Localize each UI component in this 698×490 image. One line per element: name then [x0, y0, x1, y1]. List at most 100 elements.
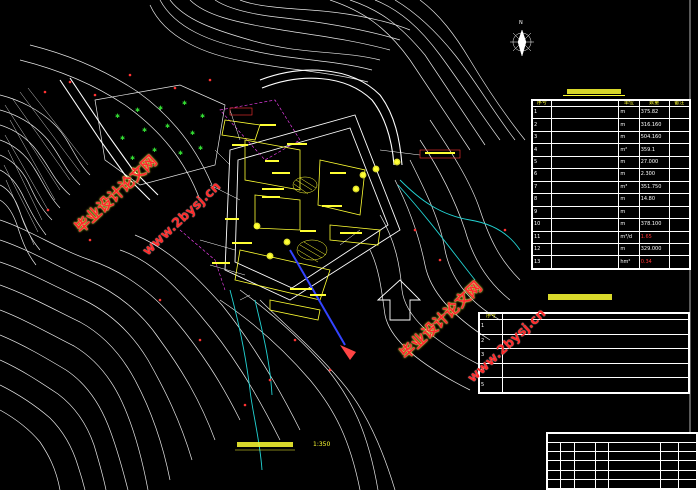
table1-cell: [668, 205, 691, 220]
table2-row: 3: [479, 348, 690, 364]
table2-cell: 1: [479, 319, 503, 335]
svg-text:✱: ✱: [135, 107, 140, 114]
property-line: [179, 99, 301, 291]
table1-cell: 2.300: [638, 168, 670, 182]
table1-cell: 27.000: [638, 155, 670, 170]
table1-cell: 11: [532, 230, 552, 245]
svg-text:✱: ✱: [152, 147, 157, 154]
table1-cell: [550, 218, 620, 232]
table1-cell: [550, 230, 620, 245]
svg-text:✱: ✱: [198, 145, 203, 152]
table1-cell: m: [618, 218, 640, 232]
table1-cell: [668, 143, 691, 157]
table1-cell: m³/d: [618, 230, 640, 245]
vegetation-zone: ✱✱✱ ✱✱✱ ✱✱✱ ✱✱✱ ✱: [94, 84, 226, 186]
table1-cell: [668, 130, 691, 145]
table1-cell: [668, 218, 691, 232]
table1-cell: 8: [532, 193, 552, 207]
table1-cell: [668, 230, 691, 245]
north-arrow: [510, 29, 534, 57]
table1-cell: [550, 155, 620, 170]
table1-cell: [550, 193, 620, 207]
svg-text:✱: ✱: [200, 113, 205, 120]
table1-cell: [668, 118, 691, 132]
title-block: [546, 432, 698, 490]
table2-cell: [501, 348, 690, 364]
table1-cell: 1.65: [638, 230, 670, 245]
table1-cell: [638, 205, 670, 220]
table1-cell: [668, 255, 691, 269]
table1-cell: 316.160: [638, 118, 670, 132]
table1-cell: hm²: [618, 255, 640, 269]
svg-text:✱: ✱: [115, 113, 120, 120]
table1-cell: [668, 180, 691, 195]
table1-cell: 351.750: [638, 180, 670, 195]
table2-title-placeholder: [548, 294, 612, 300]
table1-cell: 14.80: [638, 193, 670, 207]
contour-lines: [0, 0, 526, 490]
table1-cell: m³: [618, 180, 640, 195]
slope-contours-left: [3, 87, 89, 246]
table1-cell: m: [618, 205, 640, 220]
table1-cell: m: [618, 168, 640, 182]
table1-cell: m: [618, 105, 640, 120]
drainage-pipe: [289, 249, 346, 346]
yellow-dots: [254, 159, 400, 259]
table1-cell: [668, 155, 691, 170]
access-road: [59, 69, 403, 201]
table1-cell: m: [618, 242, 640, 257]
table2-cell: [501, 377, 690, 393]
table1-cell: [550, 130, 620, 145]
table1-cell: 12: [532, 242, 552, 257]
leader-lines: [199, 109, 421, 301]
svg-text:✱: ✱: [142, 127, 147, 134]
svg-text:✱: ✱: [158, 105, 163, 112]
table1-cell: m: [618, 130, 640, 145]
table1-cell: [550, 105, 620, 120]
flow-arrow: [376, 279, 422, 321]
table1-cell: [668, 105, 691, 120]
table1-cell: 504.160: [638, 130, 670, 145]
table1-cell: [668, 193, 691, 207]
table1-title-placeholder: [567, 89, 621, 94]
plan-title-placeholder: [237, 442, 293, 447]
table2-cell: [501, 362, 690, 379]
table1-cell: [668, 242, 691, 257]
table1-cell: [550, 168, 620, 182]
table1-cell: 10: [532, 218, 552, 232]
landfill-site-boundary: [224, 114, 401, 301]
table2-row: 2: [479, 333, 690, 350]
table1-cell: 1: [532, 105, 552, 120]
table1-cell: [550, 205, 620, 220]
svg-text:✱: ✱: [165, 123, 170, 130]
structures: [221, 119, 401, 321]
table1-cell: 378.100: [638, 218, 670, 232]
title-block-drawing-name: [608, 442, 662, 453]
table1-cell: 2: [532, 118, 552, 132]
table1-cell: m: [618, 193, 640, 207]
table1-cell: [550, 242, 620, 257]
table1-cell: 7: [532, 180, 552, 195]
table1-cell: [550, 143, 620, 157]
table1-cell: 13: [532, 255, 552, 269]
svg-text:✱: ✱: [130, 155, 135, 162]
table1-cell: 4: [532, 143, 552, 157]
table1-title-underline: [563, 95, 625, 96]
drawing-scale: 1:350: [313, 441, 331, 448]
red-annotation-boxes: [229, 107, 461, 159]
stream-lines: [229, 179, 521, 471]
svg-text:✱: ✱: [120, 135, 125, 142]
title-block-project: [547, 432, 697, 444]
north-label: N: [519, 20, 523, 26]
